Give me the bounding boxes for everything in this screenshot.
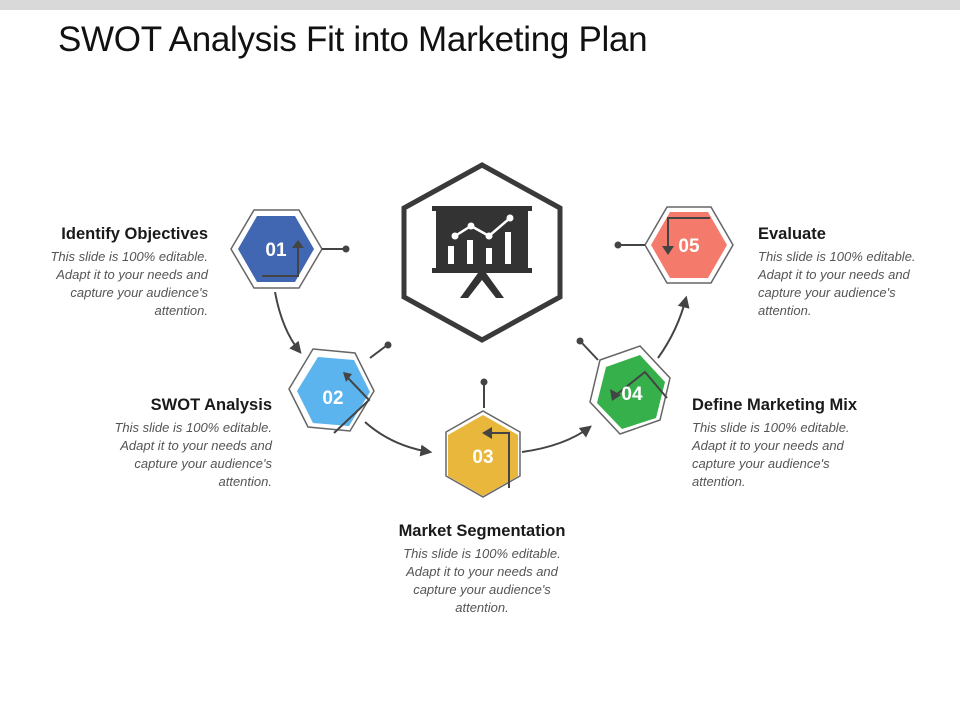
step-04-number: 04 <box>621 384 643 405</box>
step-03-text: Market Segmentation This slide is 100% e… <box>372 522 592 617</box>
step-05-text: Evaluate This slide is 100% editable. Ad… <box>758 225 928 320</box>
step-02-number: 02 <box>322 388 343 409</box>
step-05-title: Evaluate <box>758 225 826 243</box>
step-01-text: Identify Objectives This slide is 100% e… <box>20 225 208 320</box>
step-02-hexagon: 02 <box>288 341 392 434</box>
arrow-03-to-04 <box>521 425 592 453</box>
step-01-description: This slide is 100% editable. Adapt it to… <box>50 249 208 318</box>
step-03-description: This slide is 100% editable. Adapt it to… <box>403 546 561 615</box>
step-02-description: This slide is 100% editable. Adapt it to… <box>114 420 272 489</box>
step-03-number: 03 <box>472 447 493 468</box>
step-04-title: Define Marketing Mix <box>692 396 858 414</box>
step-04-description: This slide is 100% editable. Adapt it to… <box>692 420 850 489</box>
step-04-text: Define Marketing Mix This slide is 100% … <box>692 396 882 491</box>
step-03-title: Market Segmentation <box>398 522 566 540</box>
step-05-hexagon: 05 <box>614 206 734 284</box>
step-03-hexagon: 03 <box>445 378 521 498</box>
arrow-04-to-05 <box>657 295 690 359</box>
center-hexagon <box>401 162 563 343</box>
presentation-board-chart-icon <box>432 206 532 298</box>
step-01-number: 01 <box>265 240 287 261</box>
step-01-hexagon: 01 <box>230 209 350 289</box>
slide-title: SWOT Analysis Fit into Marketing Plan <box>58 20 648 59</box>
arrow-01-to-02 <box>274 291 302 354</box>
step-05-description: This slide is 100% editable. Adapt it to… <box>758 249 916 318</box>
top-band <box>0 0 960 10</box>
step-04-hexagon: 04 <box>576 337 671 435</box>
step-02-text: SWOT Analysis This slide is 100% editabl… <box>95 396 272 491</box>
step-05-number: 05 <box>678 236 700 257</box>
arrow-02-to-03 <box>364 421 433 457</box>
step-01-title: Identify Objectives <box>61 225 208 243</box>
step-02-title: SWOT Analysis <box>150 396 272 414</box>
